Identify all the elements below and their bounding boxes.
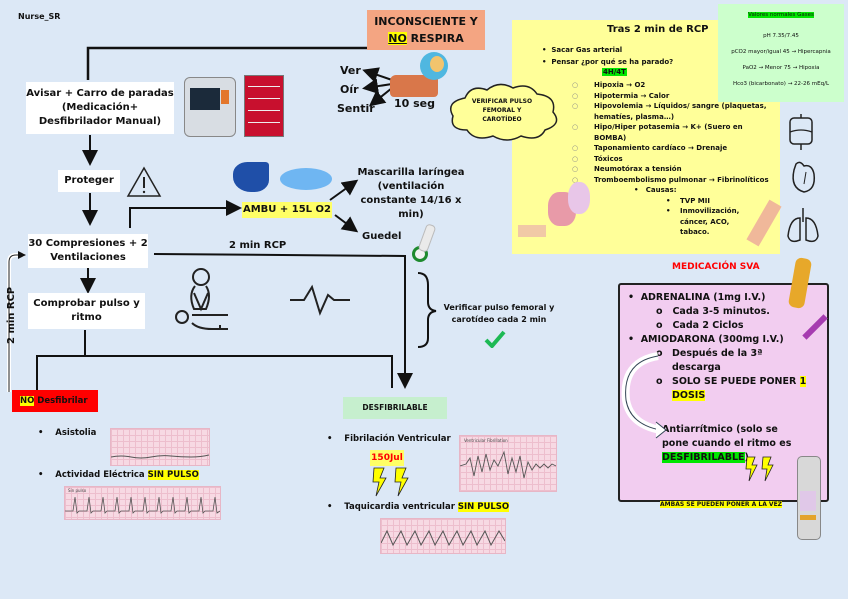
arrow-to-mascarilla [329, 179, 359, 201]
ambu-mask-illustration [233, 162, 269, 192]
meds-panel: • ADRENALINA (1mg I.V.) o Cada 3-5 minut… [618, 283, 829, 502]
pea-ecg-strip: Sin pulso [64, 486, 221, 520]
defibrillator-illustration [184, 77, 236, 137]
cause-item: ○Tromboembolismo pulmonar → Fibrinolític… [572, 175, 769, 184]
sense-sentir: Sentir [337, 102, 375, 115]
after-rcp-title: Tras 2 min de RCP [607, 24, 709, 35]
causes-list: ○Hipoxia → O2 ○Hipotermia → Calor ○Hipov… [572, 80, 772, 238]
mascarilla-label: Mascarilla laríngea (ventilación constan… [357, 167, 465, 220]
no-defib-box: NO Desfibrilar [12, 390, 98, 412]
start-line2: RESPIRA [406, 32, 464, 45]
vf-ecg-strip: Ventricular Fibrillation [459, 435, 557, 492]
cloud-text: VERIFICAR PULSO FEMORAL Y CAROTÍDEO [471, 98, 533, 123]
curved-arrow-icon [621, 352, 667, 439]
cause-item: ○Hipovolemia → Líquidos/ sangre (plaquet… [572, 102, 767, 121]
arrow-rcp-to-defib [153, 253, 413, 389]
meds-footer: AMBAS SE PUEDEN PONER A LA VEZ [660, 501, 783, 508]
gases-row: pH 7.35/7.45 [763, 33, 799, 39]
comprobar-box: Comprobar pulso y ritmo [28, 293, 145, 329]
cause-item: ○Taponamiento cardíaco → Drenaje [572, 144, 728, 152]
line-split [36, 355, 393, 390]
meds-title: MEDICACIÓN SVA [672, 262, 760, 272]
defib-box: DESFIBRILABLE [343, 397, 447, 419]
vt-ecg-strip [380, 518, 506, 554]
fv-item: • Fibrilación Ventricular [327, 434, 451, 444]
warning-icon [126, 166, 162, 197]
compresiones-box: 30 Compresiones + 2 Ventilaciones [28, 234, 148, 268]
author-label: Nurse_SR [18, 12, 61, 21]
asystole-ecg-strip [110, 428, 210, 466]
gases-panel: Valores normales Gases pH 7.35/7.45 pCO2… [718, 4, 844, 102]
verify-cloud [450, 83, 558, 141]
crash-cart-illustration [244, 75, 284, 137]
no-defib-no: NO [20, 396, 35, 406]
gases-row: pCO2 mayor/igual 45 → Hipercapnia [731, 49, 831, 55]
med-sub: o Cada 3-5 minutos. [656, 306, 770, 317]
lightning-icon [372, 467, 409, 497]
checkmark-icon [484, 330, 506, 348]
heartbeat-icon [290, 284, 350, 316]
med-sub: o Cada 2 Ciclos [656, 320, 744, 331]
after-rcp-bullet: • Sacar Gas arterial [542, 46, 623, 54]
cpr-icon [175, 268, 228, 330]
foot-illustration [518, 225, 546, 237]
avisar-box: Avisar + Carro de paradas (Medicación+ D… [26, 82, 174, 134]
cause-item: ○Hipotermia → Calor [572, 91, 670, 100]
patient-illustration [390, 75, 438, 97]
lungs-icon [787, 208, 819, 243]
sense-oir: Oír [340, 83, 359, 96]
after-rcp-bullet: • Pensar ¿por qué se ha parado? [542, 58, 674, 66]
ambu-label: AMBU + 15L O2 [242, 202, 332, 218]
start-no: NO [388, 32, 407, 45]
gases-row: PaO2 → Menor 75 → Hipoxia [742, 65, 820, 71]
arrow-to-guedel [334, 214, 359, 233]
4h4t-badge: 4H/4T [602, 68, 627, 76]
loop-label: 2 min RCP [6, 286, 17, 344]
rcp-label: 2 min RCP [229, 240, 287, 251]
after-rcp-bullets: • Sacar Gas arterial • Pensar ¿por qué s… [542, 44, 673, 68]
cause-item: ○Hipoxia → O2 [572, 81, 646, 89]
start-line1: INCONSCIENTE Y [374, 15, 478, 28]
sub-cause: •TVP MII [666, 196, 710, 205]
arrow-to-ambu [129, 200, 242, 228]
meds-list: • ADRENALINA (1mg I.V.) o Cada 3-5 minut… [628, 291, 816, 403]
cause-item: ○Neumotórax a tensión [572, 165, 682, 173]
sense-time: 10 seg [394, 97, 436, 110]
sub-cause: •Inmovilización, cáncer, ACO, tabaco. [666, 207, 740, 236]
cause-item: ○Hipo/Hiper potasemia → K+ (Suero en BOM… [572, 123, 743, 142]
gases-title: Valores normales Gases [748, 12, 814, 18]
gases-row: Hco3 (bicarbonato) → 22-26 mEq/L [732, 81, 830, 87]
sense-ver: Ver [340, 64, 361, 77]
asistolia-item: • Asistolia [38, 428, 97, 438]
med-amiodarona: • AMIODARONA (300mg I.V.) [628, 334, 784, 345]
verify-label: Verificar pulso femoral y carotídeo cada… [443, 303, 555, 324]
no-defib-label: Desfibrilar [34, 396, 88, 406]
lung-illustration [568, 182, 590, 214]
brace [417, 272, 437, 348]
ambu-bag-illustration [280, 168, 332, 190]
lightning-icon [745, 456, 774, 482]
start-box: INCONSCIENTE Y NO RESPIRA [367, 10, 485, 50]
tv-item: • Taquicardia ventricular SIN PULSO [327, 502, 510, 512]
heart-icon [792, 161, 816, 193]
med-adrenalina: • ADRENALINA (1mg I.V.) [628, 292, 766, 303]
energy-label: 150Jul [370, 450, 404, 466]
aesp-item: • Actividad Eléctrica SIN PULSO [38, 470, 199, 480]
cause-item: ○Tóxicos [572, 154, 623, 163]
proteger-box: Proteger [58, 170, 120, 192]
line-start-avisar [86, 46, 375, 80]
sub-label: • Causas: [634, 186, 677, 194]
iv-bag-icon [789, 114, 813, 150]
vial-illustration [797, 456, 821, 540]
loop-arrow [8, 251, 26, 392]
guedel-label: Guedel [362, 231, 402, 242]
